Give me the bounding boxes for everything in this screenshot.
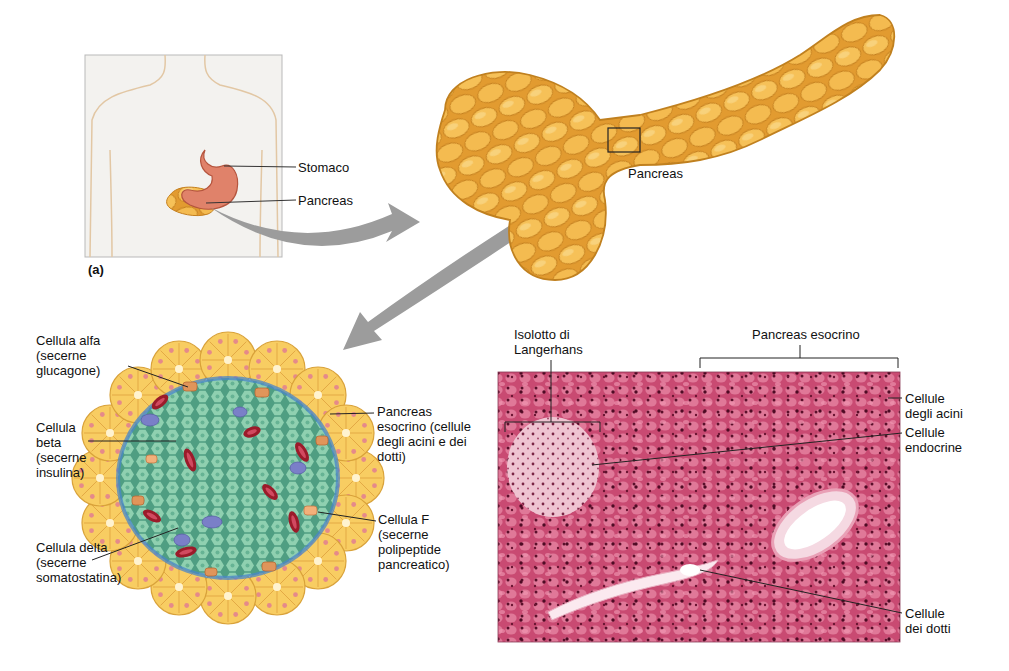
structure-label: Isolotto di Langerhans (514, 327, 586, 357)
islet-mass (118, 378, 338, 578)
f-cells (146, 455, 317, 515)
organ-label: Pancreas (628, 166, 683, 181)
duct (760, 475, 870, 574)
leader-line (592, 433, 902, 465)
pancreas-organ (437, 15, 895, 280)
tissue-label: Pancreas esocrino (752, 327, 860, 342)
stomach (182, 150, 238, 209)
leader-line (700, 570, 902, 613)
cell-label: Cellula delta (secerne somatostatina) (36, 540, 121, 585)
zoom-arrow (210, 203, 420, 246)
organ-label: Stomaco (298, 160, 349, 175)
islet-tissue (507, 417, 599, 517)
cell-label: Cellula beta (secerne insulina) (36, 420, 87, 480)
capillaries (141, 392, 312, 560)
tissue-label: Pancreas esocrino (cellule degli acini e… (377, 404, 471, 464)
leader-lines (88, 366, 376, 560)
micrograph (498, 345, 902, 642)
zoom-box (608, 128, 640, 152)
duct-lumen (776, 491, 853, 559)
micrograph-frame (498, 372, 900, 642)
leader-line (224, 166, 296, 167)
cell-label: Cellule degli acini (905, 391, 967, 421)
cell-label: Cellula F (secerne polipeptide pancreati… (378, 512, 452, 572)
leader-line (888, 398, 902, 399)
leader-line (206, 200, 296, 203)
cell-label: Cellula alfa (secerne glucagone) (36, 333, 100, 378)
micrograph-annotations (505, 345, 902, 613)
leader-line (800, 345, 801, 358)
duct-lumen (680, 564, 700, 576)
panel-letter: (a) (88, 262, 104, 277)
tissue-nuclei (498, 372, 900, 642)
bracket (505, 422, 600, 432)
alpha-cells (132, 382, 328, 576)
cell-label: Cellule dei dotti (905, 606, 961, 636)
body-panel (85, 55, 296, 257)
organ-label: Pancreas (298, 193, 353, 208)
leader-line (551, 360, 552, 422)
cell-label: Cellule endocrine (905, 425, 962, 455)
duct (548, 560, 718, 620)
pancreas-illustration (437, 15, 895, 280)
delta-cells (141, 407, 306, 546)
bracket (700, 358, 898, 368)
exocrine-tissue (498, 372, 900, 642)
